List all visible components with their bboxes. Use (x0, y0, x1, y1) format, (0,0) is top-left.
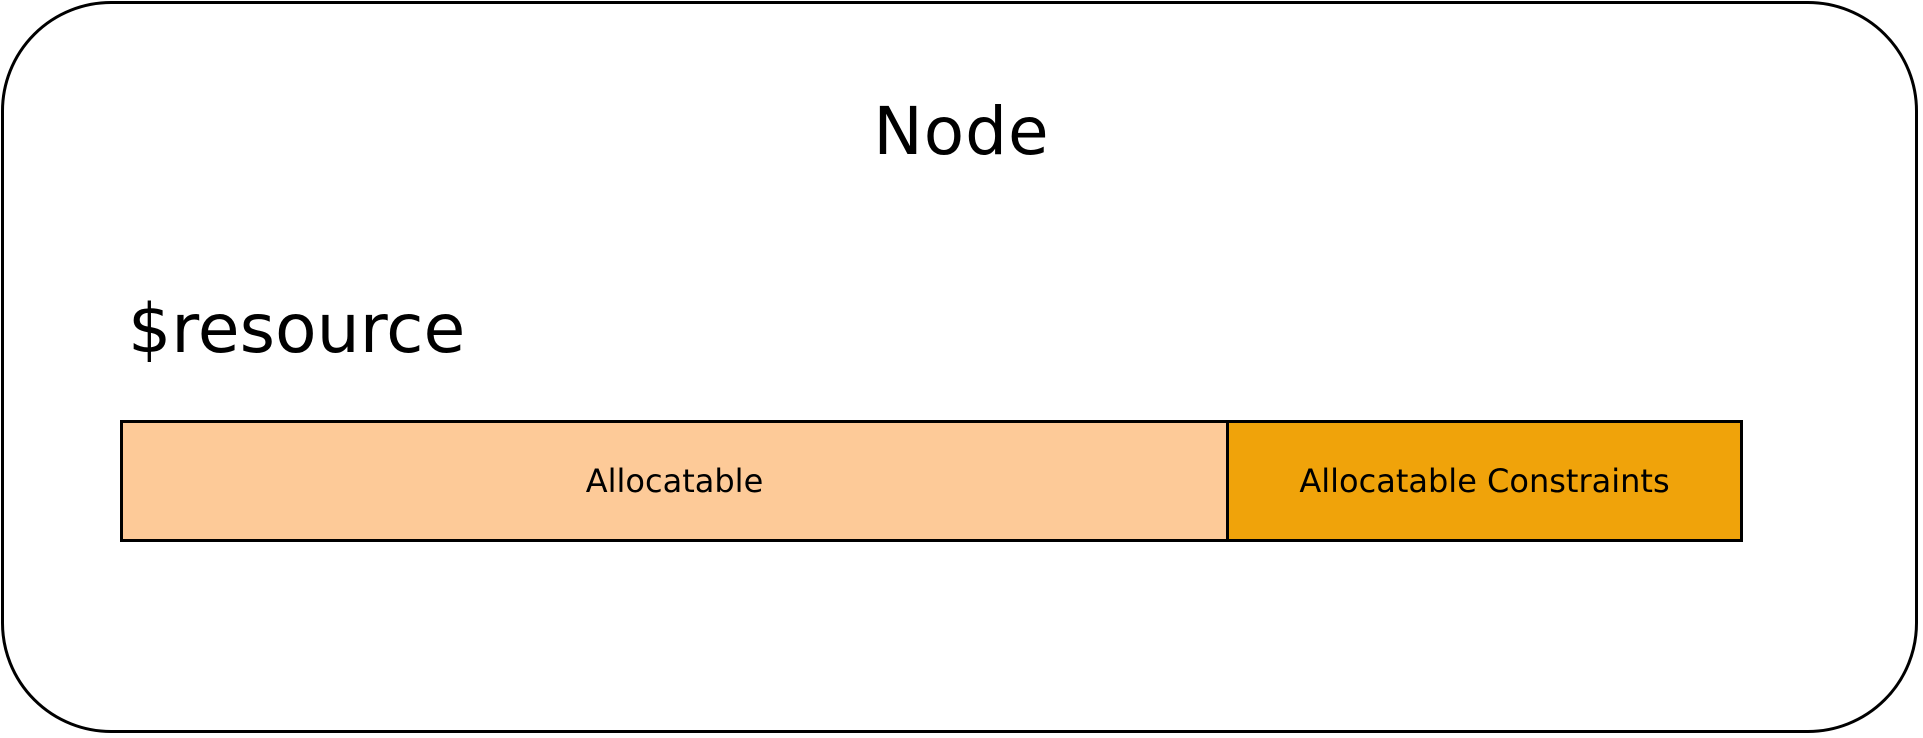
allocatable-constraints-segment: Allocatable Constraints (1229, 423, 1740, 539)
allocatable-constraints-label: Allocatable Constraints (1299, 462, 1670, 500)
resource-label: $resource (128, 290, 466, 369)
allocatable-label: Allocatable (585, 462, 764, 500)
node-title: Node (873, 93, 1050, 170)
allocatable-segment: Allocatable (123, 423, 1230, 539)
resource-bar: Allocatable Allocatable Constraints (120, 420, 1743, 542)
